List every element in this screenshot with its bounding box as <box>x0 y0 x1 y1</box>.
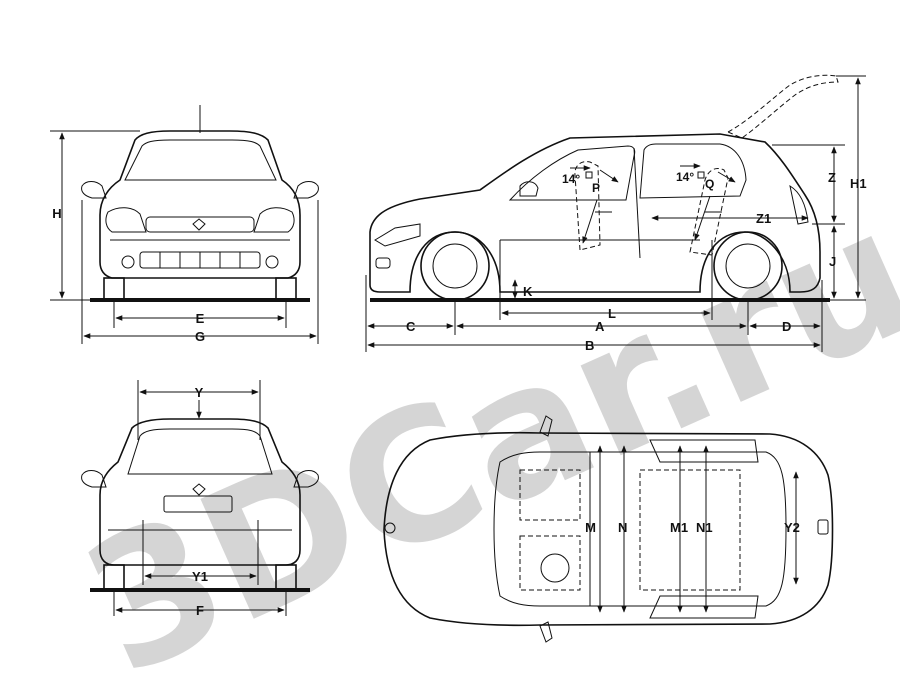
top-rear-bench <box>639 469 741 591</box>
front-right-tire <box>275 277 297 301</box>
top-right-rear-window <box>649 595 759 619</box>
side-mirror <box>519 181 539 197</box>
front-left-foglight <box>121 255 135 269</box>
label-A: A <box>595 319 605 334</box>
label-D: D <box>782 319 791 334</box>
top-body-outline <box>383 431 834 627</box>
side-taillight <box>789 184 809 225</box>
top-left-mirror <box>539 415 553 437</box>
label-B: B <box>585 338 594 353</box>
side-front-wheel <box>420 231 490 301</box>
label-N: N <box>618 520 627 535</box>
rear-left-mirror <box>81 470 107 488</box>
label-Q: Q <box>705 177 714 191</box>
front-windshield <box>124 139 277 181</box>
label-Y: Y <box>195 385 204 400</box>
label-N1: N1 <box>696 520 713 535</box>
top-left-rear-window <box>649 439 759 463</box>
label-M1: M1 <box>670 520 688 535</box>
side-rear-seat <box>689 167 729 256</box>
label-H1: H1 <box>850 176 867 191</box>
top-roof <box>590 451 787 607</box>
label-angle-q: 14° <box>676 170 694 184</box>
top-windshield <box>493 451 591 607</box>
side-headlight <box>374 223 421 247</box>
side-foglight <box>375 257 391 269</box>
front-left-tire <box>103 277 125 301</box>
side-door-line <box>633 147 641 259</box>
label-angle-p: 14° <box>562 172 580 186</box>
label-F: F <box>196 603 204 618</box>
side-front-rim <box>432 243 478 289</box>
side-rear-window <box>639 143 747 199</box>
label-H: H <box>52 206 61 221</box>
top-view: M N M1 N1 Y2 <box>383 415 834 643</box>
label-K: K <box>523 284 533 299</box>
label-L: L <box>608 306 616 321</box>
label-M: M <box>585 520 596 535</box>
top-steering-wheel <box>540 553 570 583</box>
label-E: E <box>196 311 205 326</box>
front-left-mirror <box>81 181 107 199</box>
top-rear-logo <box>817 519 829 535</box>
label-P: P <box>592 181 600 195</box>
top-right-mirror <box>539 621 553 643</box>
top-driver-seat <box>519 469 581 521</box>
rear-logo-icon <box>192 483 206 496</box>
label-Z: Z <box>828 170 836 185</box>
front-view: H E G <box>50 105 319 344</box>
label-Y1: Y1 <box>192 569 208 584</box>
rear-view: Y Y1 F <box>81 380 319 618</box>
label-G: G <box>195 329 205 344</box>
rear-right-mirror <box>293 470 319 488</box>
side-rear-rim <box>725 243 771 289</box>
front-right-headlight <box>253 207 295 233</box>
front-right-mirror <box>293 181 319 199</box>
renault-logo-icon <box>192 218 206 231</box>
top-front-logo-icon <box>384 522 396 534</box>
label-C: C <box>406 319 416 334</box>
label-Y2: Y2 <box>784 520 800 535</box>
rear-window <box>127 428 273 475</box>
front-grille <box>145 216 255 233</box>
front-right-foglight <box>265 255 279 269</box>
side-view: 14° P 14° Q Z1 Z J H1 K L <box>365 74 867 353</box>
top-passenger-seat <box>519 535 581 591</box>
front-left-headlight <box>105 207 147 233</box>
label-Z1: Z1 <box>756 211 771 226</box>
side-open-tailgate <box>726 74 839 139</box>
label-J: J <box>829 254 836 269</box>
side-front-seat <box>574 161 601 251</box>
rear-license-plate <box>163 495 233 513</box>
